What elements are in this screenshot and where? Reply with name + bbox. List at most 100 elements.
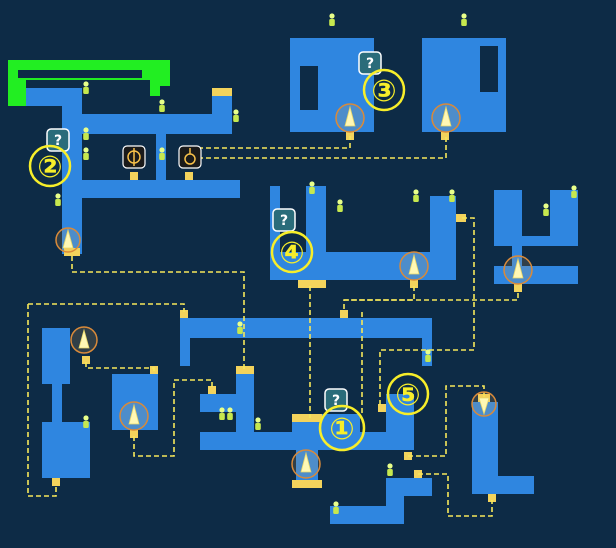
route-path [85, 362, 155, 372]
door [441, 132, 449, 140]
marker-5: ⑤ [386, 372, 430, 416]
waypoint-icon[interactable] [70, 326, 98, 354]
room [472, 476, 534, 494]
waypoint-icon[interactable] [503, 255, 533, 285]
marker-1: ① [318, 404, 366, 452]
seal-icon[interactable] [122, 145, 146, 169]
marker-3: ③ [362, 68, 406, 112]
room [430, 196, 444, 242]
quest-icon[interactable]: ? [358, 51, 382, 75]
marker-2-label: ② [37, 150, 62, 185]
door [292, 480, 322, 488]
room-void [300, 66, 318, 110]
quest-icon[interactable]: ? [272, 208, 296, 232]
quest-markers: ? ? ? ? [46, 51, 382, 412]
room [62, 114, 232, 134]
marker-5-label: ⑤ [395, 378, 420, 413]
npc-icon[interactable] [83, 127, 89, 140]
marker-1-label: ① [329, 412, 354, 447]
npc-icon[interactable] [55, 193, 61, 206]
svg-text:?: ? [54, 133, 62, 149]
npc-icon[interactable] [425, 349, 431, 362]
marker-2: ② [28, 144, 72, 188]
npc-icon[interactable] [219, 407, 225, 420]
waypoint-icon[interactable] [399, 251, 429, 281]
current-area-highlight [8, 60, 170, 106]
npc-icon[interactable] [329, 13, 335, 26]
room [180, 318, 432, 338]
waypoint-icon[interactable] [335, 103, 365, 133]
room-void [480, 46, 498, 92]
npc-icon[interactable] [83, 81, 89, 94]
door [236, 366, 254, 374]
waypoint-icon[interactable] [119, 401, 149, 431]
waypoint-icon[interactable] [55, 227, 81, 253]
room [212, 94, 232, 134]
npc-icon[interactable] [233, 109, 239, 122]
door [52, 478, 60, 486]
door [410, 280, 418, 288]
route-path [28, 303, 185, 312]
route-path [133, 379, 213, 457]
door [185, 172, 193, 180]
room [42, 422, 90, 478]
door [378, 404, 386, 412]
waypoint-icon[interactable] [291, 449, 321, 479]
route-path [27, 304, 57, 497]
npc-icon[interactable] [227, 407, 233, 420]
room [62, 180, 240, 198]
door [82, 356, 90, 364]
npc-icon[interactable] [337, 199, 343, 212]
numbered-markers: ① ② ③ ④ ⑤ [28, 68, 430, 452]
npc-icon[interactable] [255, 417, 261, 430]
route-path [190, 136, 447, 159]
door [340, 310, 348, 318]
room [52, 384, 62, 424]
npc-icon[interactable] [461, 13, 467, 26]
marker-4-label: ④ [279, 236, 304, 271]
door [298, 280, 326, 288]
npc-icon[interactable] [309, 181, 315, 194]
svg-text:?: ? [332, 393, 340, 409]
marker-3-label: ③ [371, 74, 396, 109]
lock-markers [122, 145, 202, 169]
npc-icon[interactable] [159, 147, 165, 160]
room [42, 328, 70, 384]
door [130, 430, 138, 438]
svg-text:?: ? [366, 56, 374, 72]
npc-markers [55, 13, 577, 514]
door [514, 284, 522, 292]
npc-icon[interactable] [83, 147, 89, 160]
door [212, 88, 232, 96]
door [456, 214, 466, 222]
npc-icon[interactable] [543, 203, 549, 216]
room [200, 394, 254, 412]
room [180, 338, 190, 366]
npc-icon[interactable] [333, 501, 339, 514]
room [494, 236, 578, 246]
npc-icon[interactable] [413, 189, 419, 202]
route-path [379, 217, 475, 406]
npc-icon[interactable] [159, 99, 165, 112]
door [130, 172, 138, 180]
room-void [18, 70, 142, 78]
npc-icon[interactable] [237, 321, 243, 334]
npc-icon[interactable] [83, 415, 89, 428]
route-path [343, 286, 415, 312]
svg-text:?: ? [280, 213, 288, 229]
route-path [71, 256, 245, 370]
door [292, 414, 322, 422]
waypoint-icon[interactable] [431, 103, 461, 133]
npc-icon[interactable] [571, 185, 577, 198]
route-path [344, 290, 519, 301]
npc-icon[interactable] [449, 189, 455, 202]
route-path [190, 136, 351, 149]
door [208, 386, 216, 394]
route-path [418, 473, 493, 517]
route-path [408, 385, 485, 457]
seal-icon[interactable] [178, 145, 202, 169]
room [422, 318, 432, 366]
waypoint-icon[interactable] [471, 391, 497, 417]
npc-icon[interactable] [387, 463, 393, 476]
